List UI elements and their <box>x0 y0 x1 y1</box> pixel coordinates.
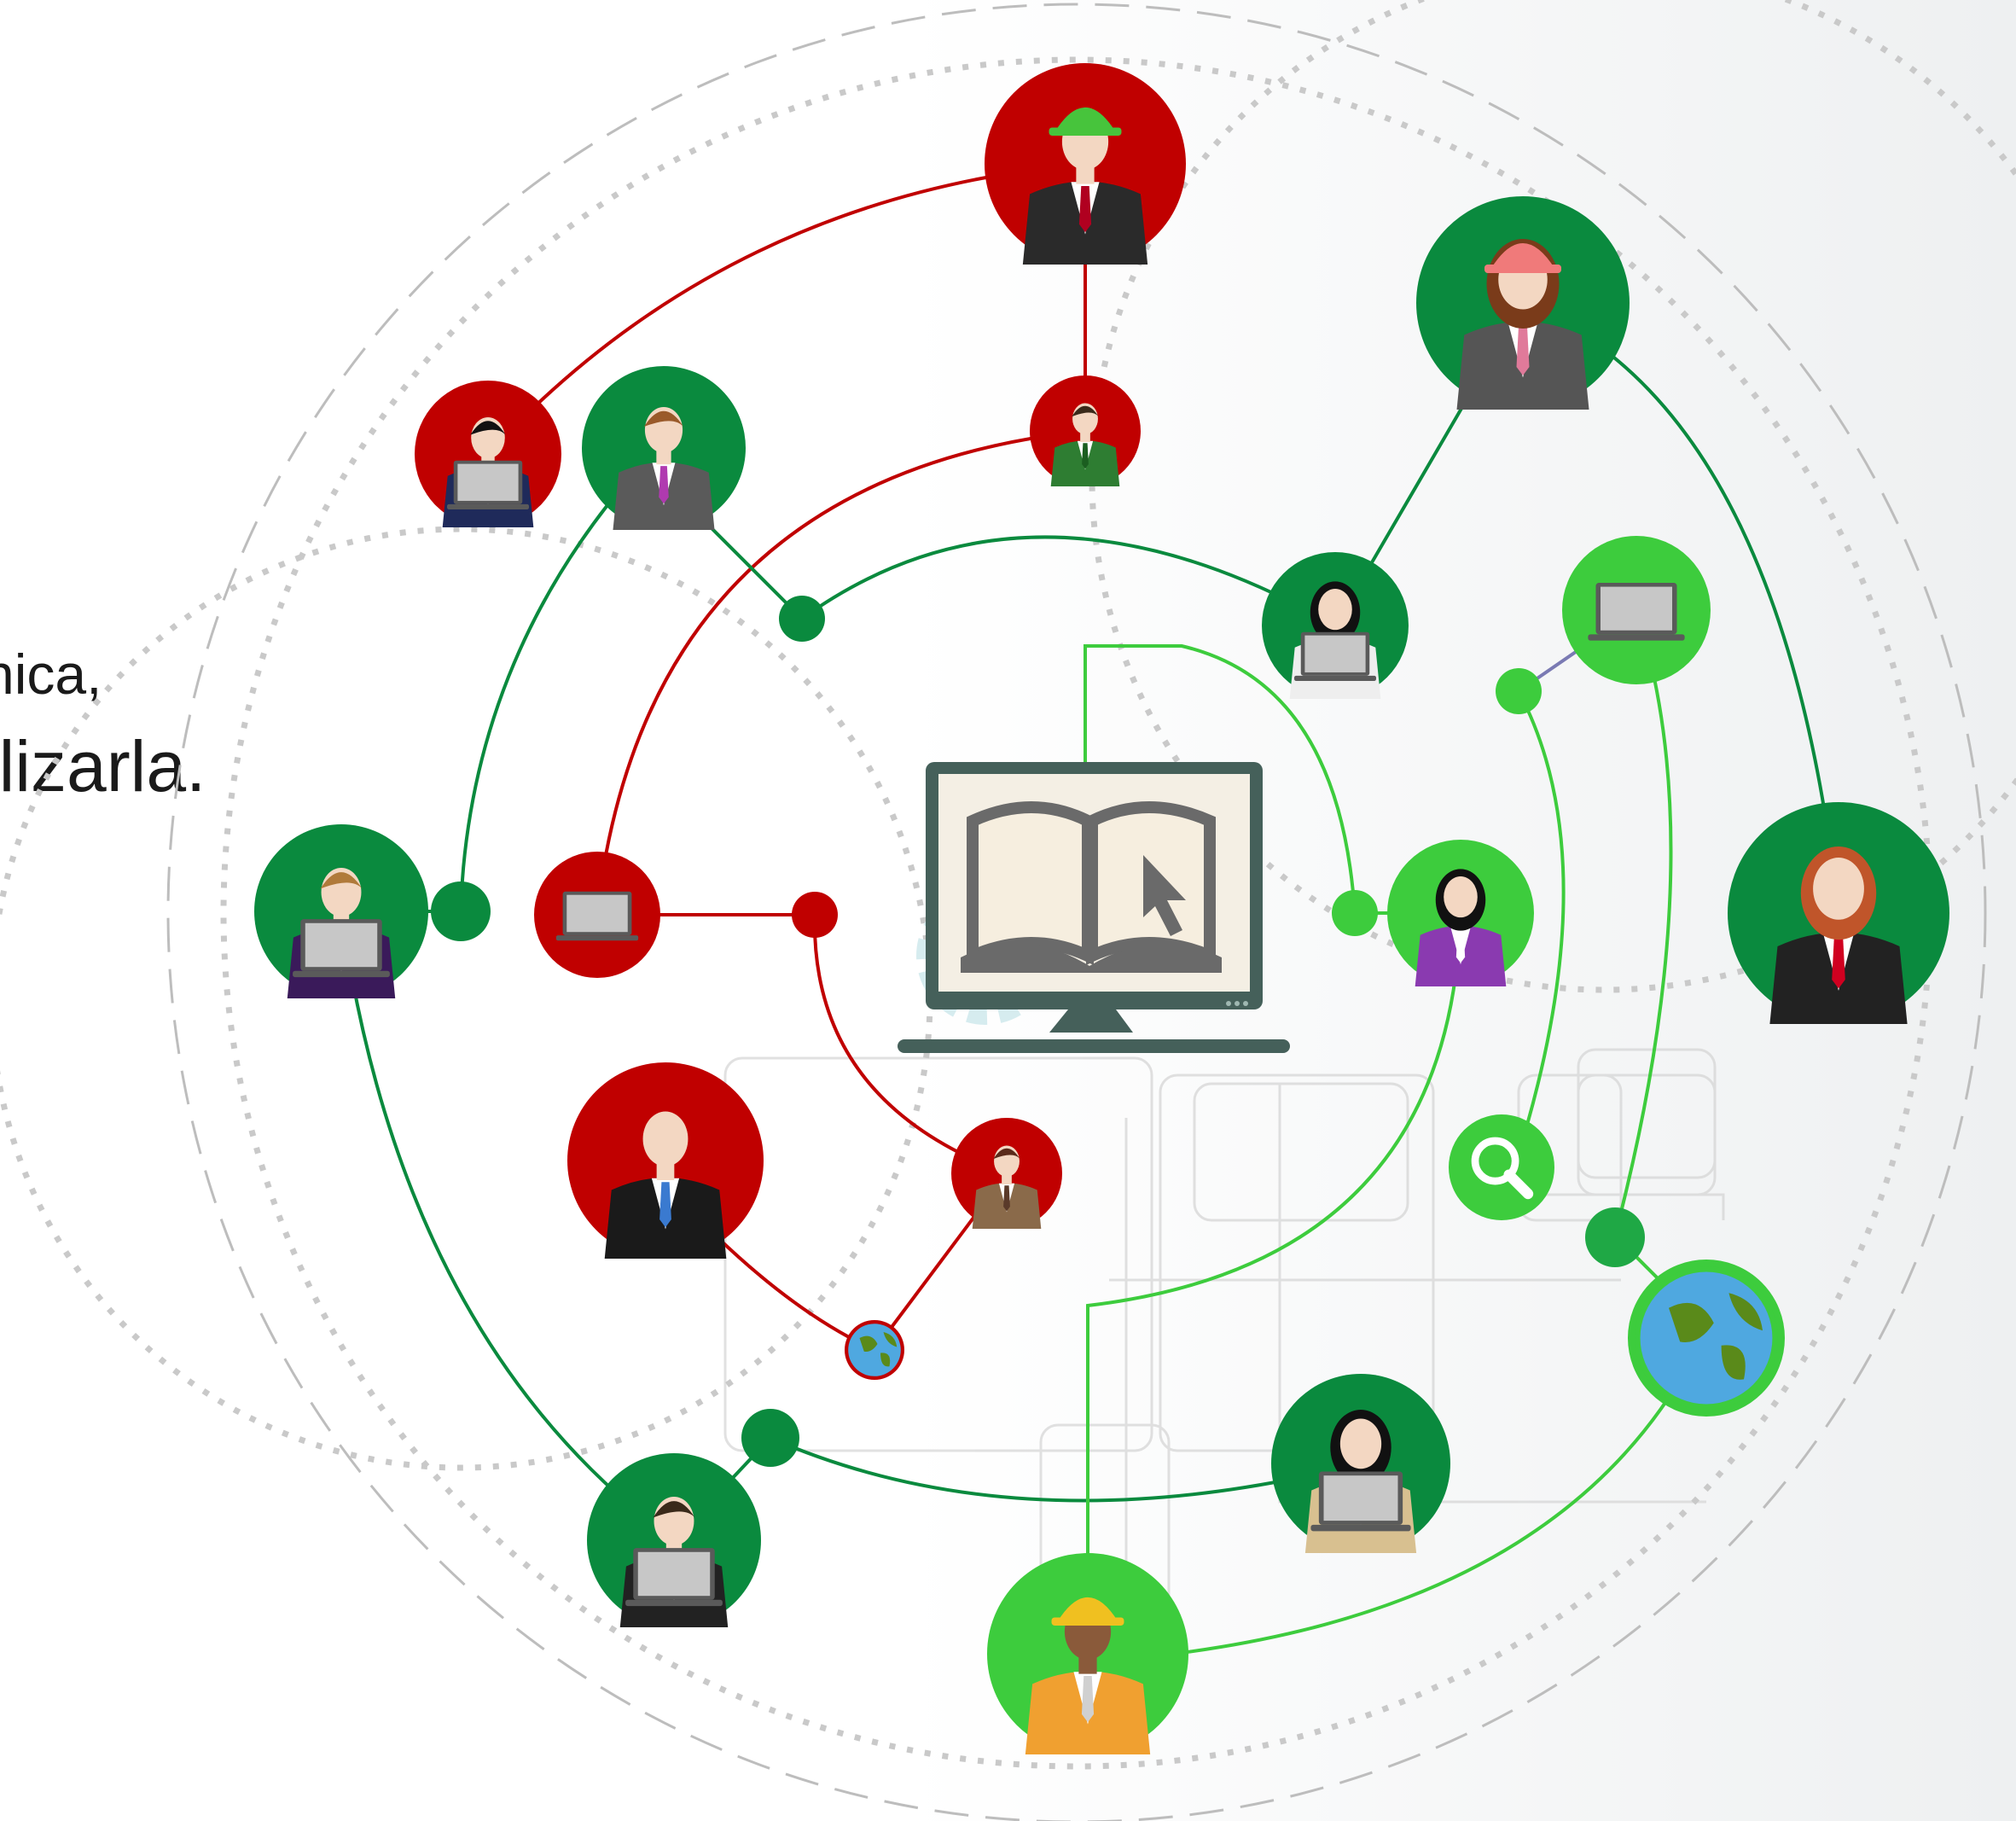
avatar-laptop-man <box>415 381 561 527</box>
node-circle <box>1449 1114 1554 1220</box>
search-node <box>1449 1114 1554 1220</box>
avatar-man-brown-suit <box>951 1118 1062 1229</box>
link-red <box>596 429 1086 912</box>
laptop-node <box>1562 536 1711 684</box>
globe-node <box>845 1320 904 1380</box>
junction-dot <box>779 596 825 642</box>
junction-dot <box>431 881 491 941</box>
caption-line-1: nica, <box>0 643 102 706</box>
link-light-green <box>1517 690 1566 1126</box>
caption-line-2: ilizarla. <box>0 726 206 806</box>
laptop-icon <box>1588 583 1685 641</box>
link-light-green <box>1084 644 1357 914</box>
junction-dot <box>1496 668 1542 714</box>
link-red <box>486 162 1086 456</box>
avatar-engineer-woman <box>1416 196 1630 410</box>
globe-icon <box>1640 1271 1773 1405</box>
link-light-green <box>1086 912 1462 1651</box>
link-dark-green <box>459 503 609 910</box>
link-light-green <box>1613 609 1673 1236</box>
globe-node <box>1628 1260 1785 1417</box>
avatar-man-black-suit <box>567 1062 764 1259</box>
laptop-icon <box>555 891 639 941</box>
monitor-book-icon <box>898 762 1290 1053</box>
junction-dot <box>792 892 838 938</box>
avatar-laptop-man-glasses <box>587 1453 761 1627</box>
link-dark-green <box>800 535 1336 627</box>
avatar-man-gray-suit <box>582 366 746 530</box>
avatar-woman-purple <box>1387 840 1534 986</box>
avatar-worker <box>987 1553 1188 1754</box>
avatar-laptop-woman <box>1262 552 1409 699</box>
avatar-glasses-man <box>254 824 428 998</box>
link-dark-green <box>770 1436 1362 1503</box>
junction-dot <box>1585 1207 1645 1267</box>
avatar-bearded-man <box>1030 375 1141 486</box>
junction-dot <box>741 1409 799 1467</box>
avatar-nodes <box>254 63 1949 1754</box>
laptop-node <box>534 852 660 978</box>
junction-dots <box>431 596 1645 1467</box>
magnifier-icon <box>1471 1137 1534 1200</box>
link-light-green <box>1117 1330 1708 1661</box>
avatar-woman-red-hair <box>1728 802 1949 1024</box>
junction-dot <box>1332 890 1378 936</box>
link-dark-green <box>340 910 676 1542</box>
avatar-laptop-woman-bun <box>1271 1374 1450 1553</box>
avatar-engineer-man <box>985 63 1186 265</box>
globe-icon <box>848 1324 901 1376</box>
